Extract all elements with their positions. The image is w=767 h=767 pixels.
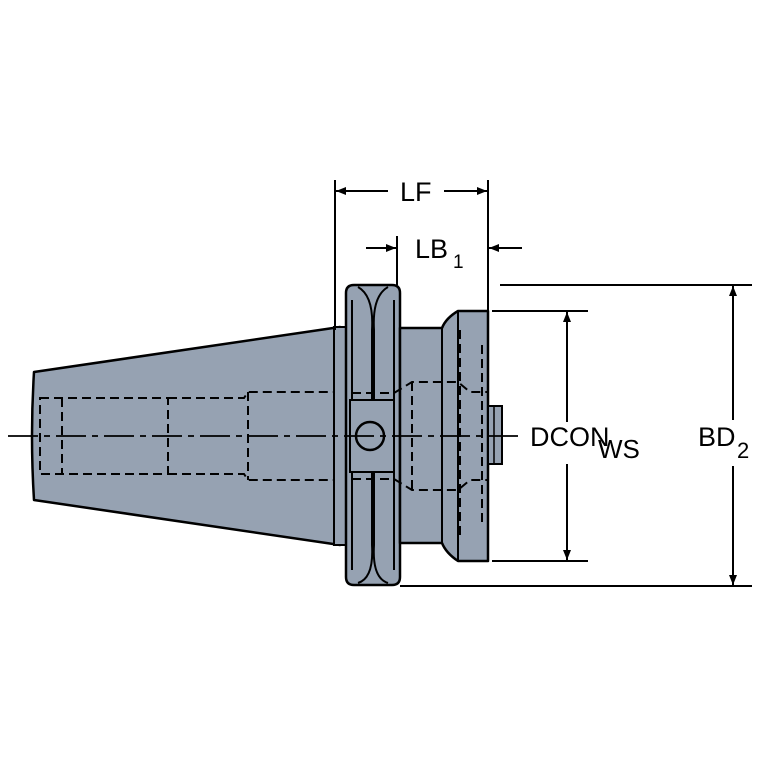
hidden-lines <box>39 330 488 540</box>
dim-sub-bd2: 2 <box>737 438 749 463</box>
taper-shank <box>30 325 342 547</box>
front-spigot <box>487 405 503 465</box>
dim-sub-lb1: 1 <box>453 252 464 273</box>
dim-label-lb1: LB <box>415 234 448 264</box>
dim-label-dcon-ws: DCON <box>530 422 610 452</box>
tool-body <box>30 283 503 587</box>
dimension-lines <box>334 180 752 587</box>
dim-sub-dcon-ws: WS <box>598 434 640 464</box>
dim-label-bd2: BD <box>698 422 736 452</box>
dim-label-lf: LF <box>400 177 432 207</box>
